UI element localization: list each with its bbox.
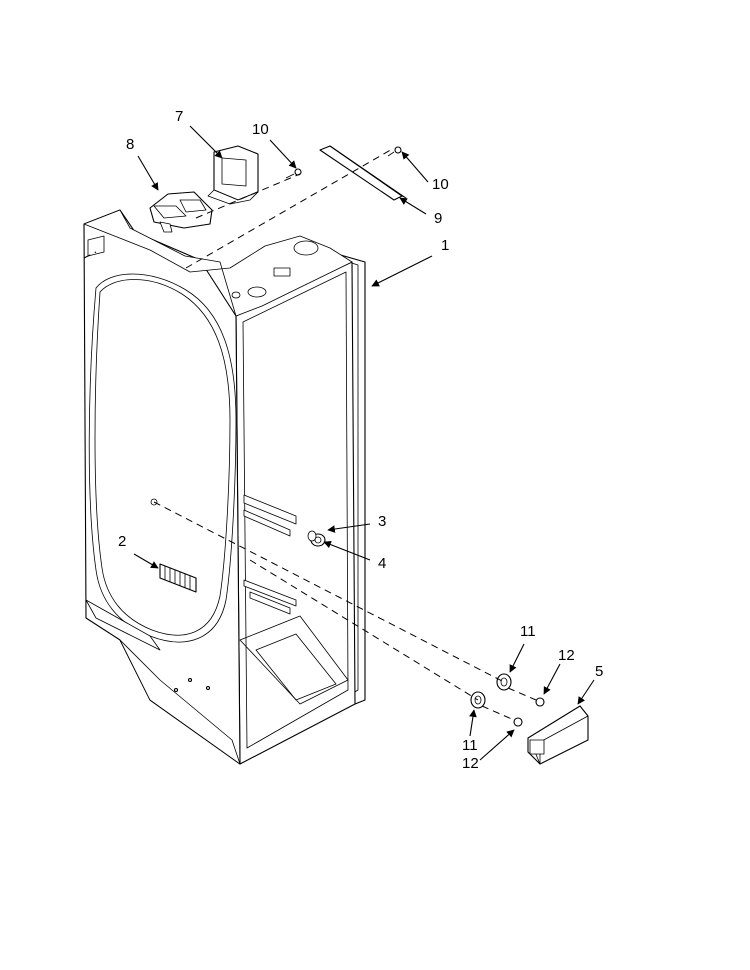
grommet-part-3-4 [307, 530, 326, 547]
callout-4: 4 [378, 555, 387, 572]
callout-1: 1 [441, 237, 450, 254]
callout-12-lower: 12 [462, 755, 479, 772]
bracket-part-7 [207, 145, 259, 205]
callout-7: 7 [175, 108, 184, 125]
callout-5: 5 [595, 663, 604, 680]
callout-12-upper: 12 [558, 647, 575, 664]
callout-2: 2 [118, 533, 127, 550]
rail-part-9 [319, 145, 407, 201]
leader-arrows [133, 125, 595, 761]
control-housing-part-8 [149, 191, 213, 233]
vent-grille-part-2 [159, 563, 197, 593]
callout-10-upper-left: 10 [252, 121, 269, 138]
callout-11-upper: 11 [520, 623, 536, 640]
bushing-part-11 [470, 673, 512, 709]
end-cap-part-5 [527, 705, 589, 765]
callout-9: 9 [434, 210, 443, 227]
screw-part-12 [513, 697, 545, 727]
callout-3: 3 [378, 513, 387, 530]
callout-11-lower: 11 [462, 737, 478, 754]
cabinet-liner-part-1 [83, 209, 366, 765]
callout-10-upper-right: 10 [432, 176, 449, 193]
assembly-lines [83, 147, 537, 721]
callout-8: 8 [126, 136, 135, 153]
